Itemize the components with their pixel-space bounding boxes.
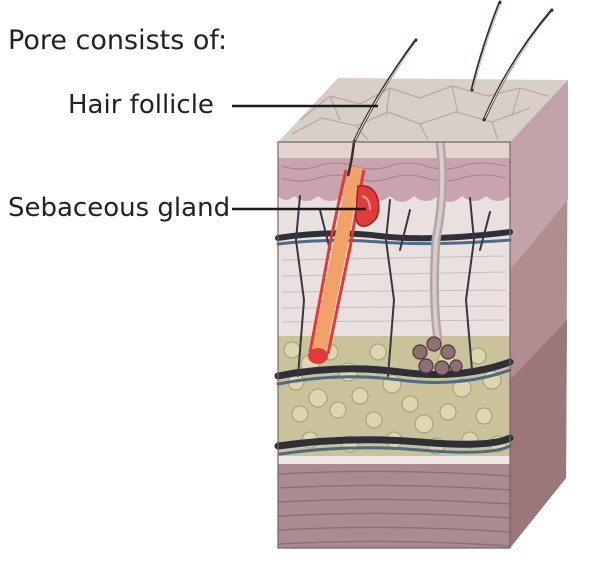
muscle-layer xyxy=(278,460,510,548)
blood-vessels xyxy=(274,195,514,456)
sebaceous-gland-label: Sebaceous gland xyxy=(8,193,231,223)
sebaceous-gland-shape xyxy=(354,185,380,227)
diagram-title: Pore consists of: xyxy=(8,25,228,56)
hair-follicle-label: Hair follicle xyxy=(68,90,214,120)
sweat-gland-coil xyxy=(412,336,463,376)
